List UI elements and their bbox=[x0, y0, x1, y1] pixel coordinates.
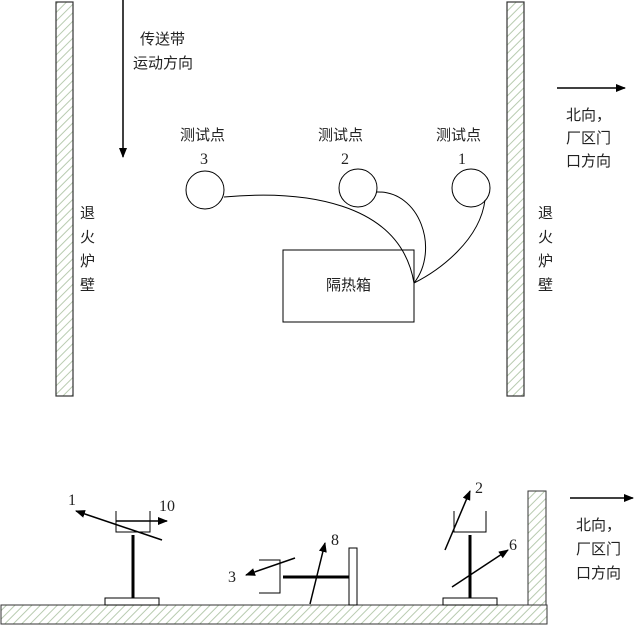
arrow-label-2: 2 bbox=[475, 480, 483, 497]
svg-text:退: 退 bbox=[80, 204, 95, 222]
furnace-wall-left bbox=[55, 1, 74, 397]
conveyor-label-line2: 运动方向 bbox=[133, 54, 193, 72]
arrow-label-1: 1 bbox=[68, 492, 76, 509]
measure-arrow-2 bbox=[444, 490, 471, 551]
arrow-label-8: 8 bbox=[331, 532, 339, 549]
test-point-2: 测试点 2 bbox=[318, 126, 378, 208]
arrow-label-3: 3 bbox=[228, 569, 236, 586]
ground bbox=[0, 604, 548, 625]
svg-text:1: 1 bbox=[458, 151, 466, 168]
svg-text:口方向: 口方向 bbox=[566, 152, 611, 170]
measure-arrow-8 bbox=[309, 542, 327, 605]
middle-stand bbox=[259, 547, 358, 606]
svg-text:壁: 壁 bbox=[80, 276, 95, 294]
arrow-label-6: 6 bbox=[509, 537, 517, 554]
furnace-wall-side bbox=[527, 490, 547, 606]
svg-text:厂区门: 厂区门 bbox=[576, 540, 621, 558]
svg-text:炉: 炉 bbox=[80, 252, 95, 270]
svg-text:火: 火 bbox=[80, 228, 95, 246]
furnace-wall-right bbox=[506, 1, 525, 397]
svg-text:北向，: 北向， bbox=[576, 516, 621, 534]
svg-text:测试点: 测试点 bbox=[180, 126, 225, 144]
svg-text:口方向: 口方向 bbox=[576, 564, 621, 582]
svg-text:3: 3 bbox=[200, 151, 208, 168]
svg-text:壁: 壁 bbox=[538, 276, 553, 294]
conveyor-label-line1: 传送带 bbox=[140, 30, 185, 48]
arrow-label-10: 10 bbox=[159, 498, 175, 515]
wall-label-left: 退 火 炉 壁 bbox=[80, 204, 95, 294]
right-stand bbox=[442, 511, 498, 606]
test-point-1: 测试点 1 bbox=[436, 126, 491, 208]
measure-arrow-1 bbox=[75, 510, 163, 541]
direction-label-bottom: 北向， 厂区门 口方向 bbox=[576, 516, 621, 582]
svg-text:火: 火 bbox=[538, 228, 553, 246]
direction-label-top: 北向， 厂区门 口方向 bbox=[566, 106, 611, 170]
test-point-3: 测试点 3 bbox=[180, 126, 225, 210]
svg-text:炉: 炉 bbox=[538, 252, 553, 270]
measure-arrow-3 bbox=[245, 557, 296, 576]
svg-text:测试点: 测试点 bbox=[436, 126, 481, 144]
insulation-box bbox=[282, 249, 415, 323]
svg-text:2: 2 bbox=[341, 151, 349, 168]
insulation-box-label: 隔热箱 bbox=[326, 276, 371, 294]
wall-label-right: 退 火 炉 壁 bbox=[538, 204, 553, 294]
svg-text:北向，: 北向， bbox=[566, 106, 611, 124]
svg-text:退: 退 bbox=[538, 204, 553, 222]
svg-text:厂区门: 厂区门 bbox=[566, 129, 611, 147]
thermocouple-wires bbox=[223, 191, 486, 284]
svg-text:测试点: 测试点 bbox=[318, 126, 363, 144]
measure-arrow-6 bbox=[451, 549, 509, 588]
left-stand bbox=[104, 511, 160, 606]
